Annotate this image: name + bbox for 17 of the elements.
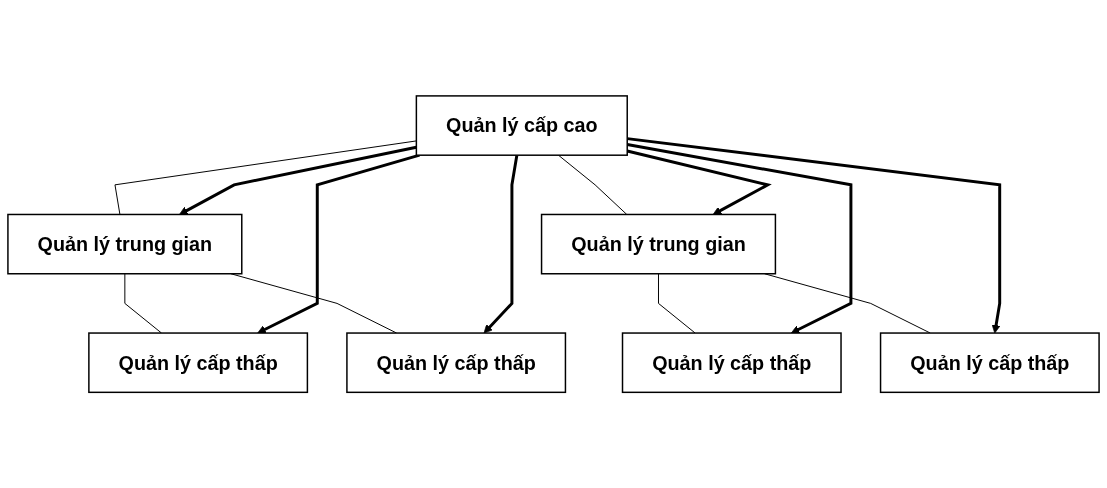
node-box: Quản lý trung gian — [7, 213, 243, 275]
arrow — [257, 153, 420, 334]
node-box: Quản lý cấp thấp — [88, 332, 309, 393]
node-box: Quản lý cấp cao — [415, 95, 628, 156]
node-box: Quản lý cấp thấp — [346, 332, 567, 393]
node-box: Quản lý cấp thấp — [621, 332, 842, 393]
arrow — [179, 145, 417, 215]
connector — [658, 273, 696, 334]
connector — [557, 154, 628, 215]
arrow — [626, 142, 853, 334]
arrow — [627, 137, 1002, 334]
arrow — [626, 149, 772, 215]
connector — [124, 273, 162, 334]
arrow — [483, 154, 519, 334]
node-box: Quản lý trung gian — [540, 213, 777, 275]
node-box: Quản lý cấp thấp — [879, 332, 1100, 393]
connector — [114, 140, 417, 215]
